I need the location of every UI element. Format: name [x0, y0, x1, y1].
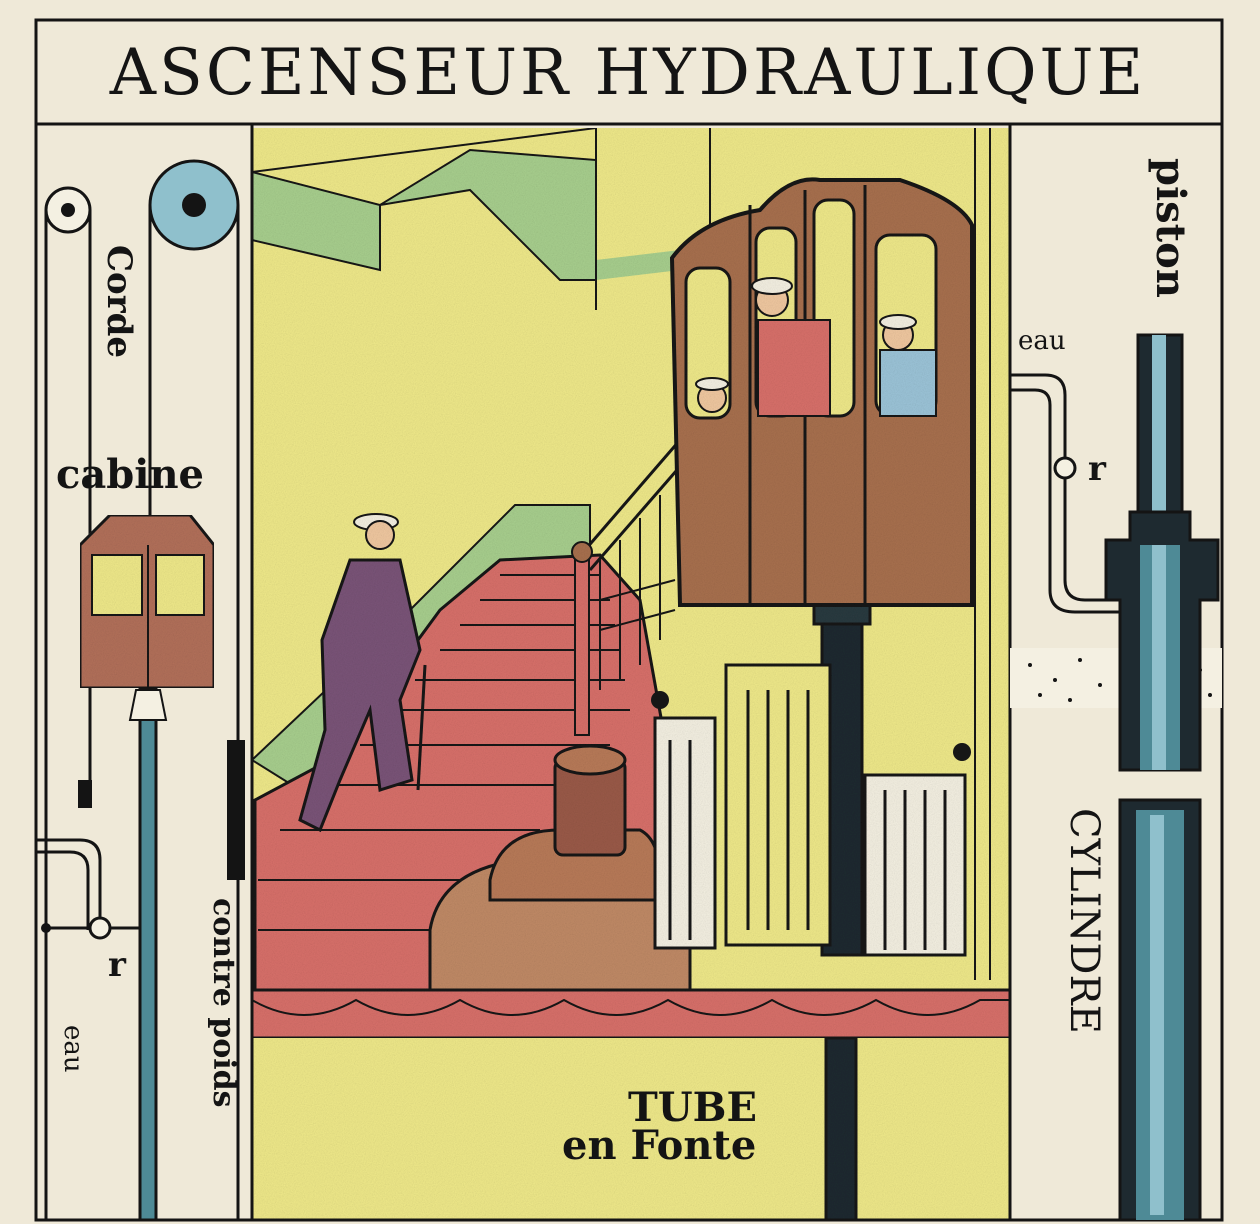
cast-iron-tube: [824, 1036, 858, 1222]
label-piston: piston: [1147, 158, 1194, 298]
label-r-left: r: [108, 945, 126, 985]
label-eau-right: eau: [1018, 326, 1066, 356]
label-corde: Corde: [99, 245, 139, 359]
staircase-scene: [250, 127, 1012, 1222]
valve-left: [88, 916, 112, 940]
label-en-fonte: en Fonte: [562, 1122, 757, 1169]
label-cabine: cabine: [56, 451, 204, 498]
walking-man: [298, 513, 427, 833]
label-r-right: r: [1088, 449, 1106, 489]
label-cylindre: CYLINDRE: [1061, 808, 1107, 1034]
page-title: ASCENSEUR HYDRAULIQUE: [109, 36, 1147, 110]
valve-right: [1053, 456, 1077, 480]
cabin-small: [78, 513, 216, 690]
label-tube: TUBE: [628, 1084, 757, 1131]
lift-cabin: [669, 177, 974, 607]
small-piston: [138, 686, 158, 1222]
left-diagram-panel: [36, 124, 254, 1222]
right-diagram-panel: [1008, 124, 1222, 1222]
label-eau-left: eau: [58, 1025, 88, 1073]
lift-gate: [724, 663, 832, 947]
label-contre-poids: contre poids: [206, 898, 241, 1108]
